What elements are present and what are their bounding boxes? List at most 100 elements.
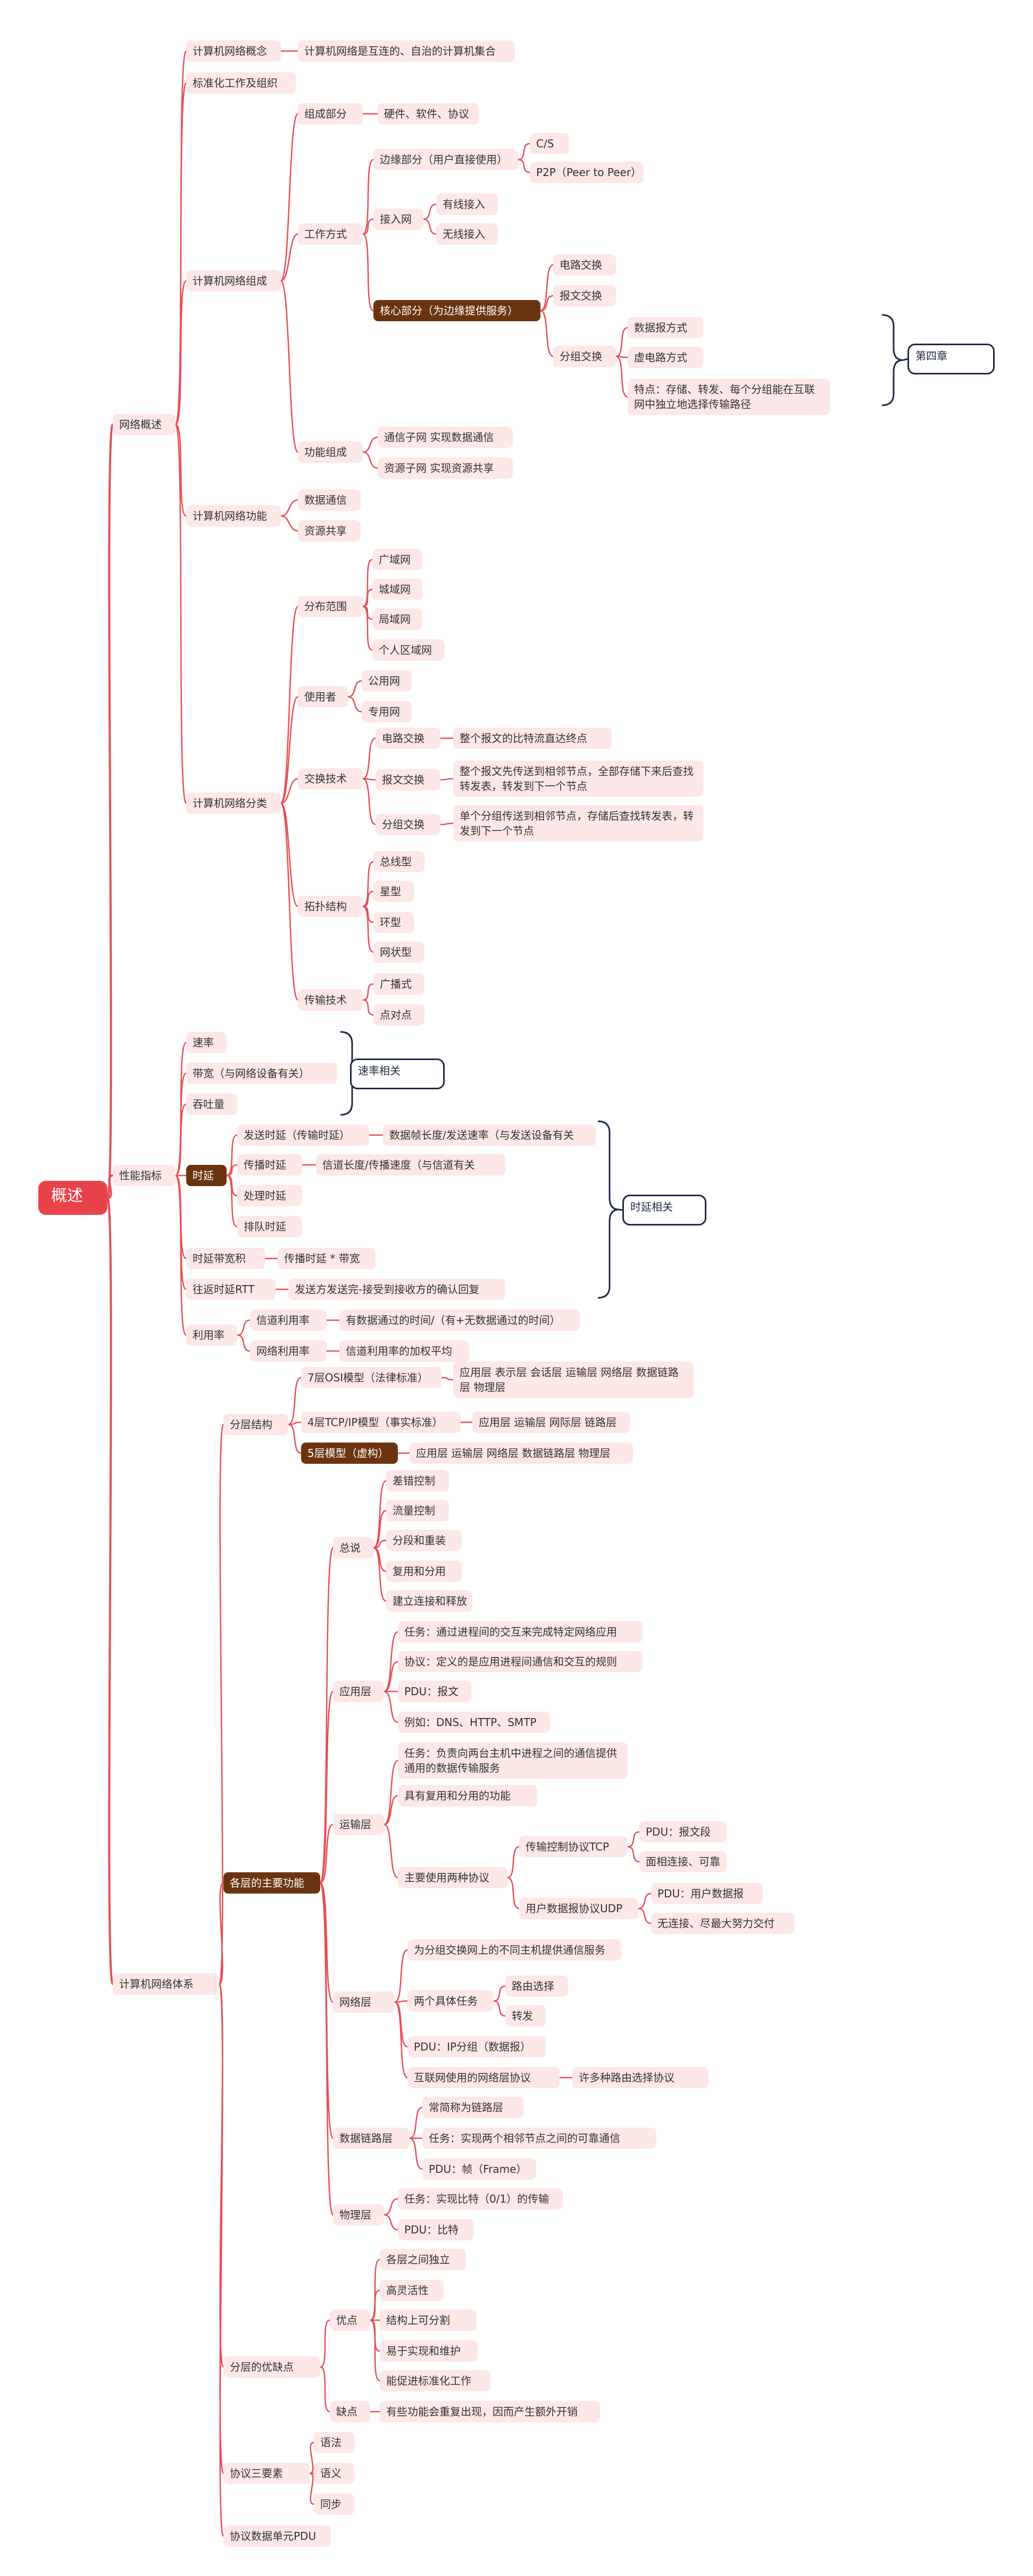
node-n79[interactable]: 应用层 运输层 网络层 数据链路层 物理层 bbox=[410, 1443, 633, 1464]
node-n15[interactable]: 核心部分（为边缘提供服务） bbox=[373, 300, 540, 321]
node-n75[interactable]: 应用层 表示层 会话层 运输层 网络层 数据链路层 物理层 bbox=[453, 1362, 694, 1398]
node-n64[interactable]: 传播时延 * 带宽 bbox=[278, 1248, 376, 1269]
node-n69[interactable]: 有数据通过的时间/（有+无数据通过的时间） bbox=[339, 1310, 580, 1331]
node-n99[interactable]: 用户数据报协议UDP bbox=[519, 1898, 638, 1919]
node-n97[interactable]: PDU：报文段 bbox=[639, 1821, 727, 1843]
node-n39[interactable]: 整个报文的比特流直达终点 bbox=[453, 728, 612, 749]
node-n45[interactable]: 总线型 bbox=[373, 851, 424, 872]
node-n100[interactable]: PDU：用户数据报 bbox=[651, 1883, 763, 1904]
node-n124[interactable]: 缺点 bbox=[330, 2401, 370, 2422]
node-n51[interactable]: 点对点 bbox=[373, 1004, 424, 1026]
node-n62[interactable]: 排队时延 bbox=[237, 1216, 302, 1237]
node-n67[interactable]: 利用率 bbox=[186, 1324, 237, 1346]
node-n115[interactable]: 任务：实现比特（0/1）的传输 bbox=[398, 2188, 563, 2210]
node-n113[interactable]: PDU：帧（Frame） bbox=[422, 2158, 536, 2180]
node-n123[interactable]: 能促进标准化工作 bbox=[380, 2370, 490, 2391]
node-n37[interactable]: 交换技术 bbox=[298, 768, 363, 789]
node-n116[interactable]: PDU：比特 bbox=[398, 2219, 473, 2240]
node-n61[interactable]: 处理时延 bbox=[237, 1185, 302, 1206]
node-n29[interactable]: 分布范围 bbox=[298, 596, 363, 617]
bracket-note-b2[interactable]: 速率相关 bbox=[350, 1058, 445, 1089]
node-n92[interactable]: 运输层 bbox=[333, 1814, 384, 1835]
node-n101[interactable]: 无连接、尽最大努力交付 bbox=[651, 1913, 795, 1934]
node-n83[interactable]: 流量控制 bbox=[386, 1500, 449, 1521]
node-n103[interactable]: 为分组交换网上的不同主机提供通信服务 bbox=[407, 1939, 621, 1961]
node-n118[interactable]: 优点 bbox=[330, 2310, 370, 2331]
node-n4[interactable]: 标准化工作及组织 bbox=[186, 72, 296, 94]
node-n36[interactable]: 专用网 bbox=[362, 701, 412, 722]
node-n27[interactable]: 资源共享 bbox=[298, 520, 361, 541]
node-n105[interactable]: 路由选择 bbox=[505, 1975, 568, 1997]
node-n98[interactable]: 面相连接、可靠 bbox=[639, 1851, 727, 1872]
node-n122[interactable]: 易于实现和维护 bbox=[380, 2340, 478, 2362]
node-n46[interactable]: 星型 bbox=[373, 881, 414, 902]
node-n108[interactable]: 互联网使用的网络层协议 bbox=[407, 2067, 560, 2088]
node-n34[interactable]: 使用者 bbox=[298, 686, 348, 707]
node-n52[interactable]: 性能指标 bbox=[113, 1165, 176, 1186]
node-n109[interactable]: 许多种路由选择协议 bbox=[572, 2067, 709, 2088]
node-n66[interactable]: 发送方发送完-接受到接收方的确认回复 bbox=[288, 1279, 505, 1300]
node-n10[interactable]: C/S bbox=[530, 133, 569, 154]
node-n121[interactable]: 结构上可分割 bbox=[380, 2310, 477, 2331]
node-n11[interactable]: P2P（Peer to Peer） bbox=[530, 162, 644, 183]
node-n110[interactable]: 数据链路层 bbox=[333, 2128, 410, 2149]
node-n70[interactable]: 网络利用率 bbox=[250, 1340, 327, 1362]
node-n127[interactable]: 语法 bbox=[314, 2432, 354, 2453]
node-n84[interactable]: 分段和重装 bbox=[386, 1530, 462, 1551]
node-n129[interactable]: 同步 bbox=[314, 2494, 354, 2515]
node-n47[interactable]: 环型 bbox=[373, 912, 414, 933]
node-n90[interactable]: PDU：报文 bbox=[398, 1681, 471, 1702]
node-n16[interactable]: 电路交换 bbox=[553, 254, 616, 276]
node-n128[interactable]: 语义 bbox=[314, 2463, 354, 2484]
node-n2[interactable]: 计算机网络概念 bbox=[186, 40, 281, 62]
node-n88[interactable]: 任务：通过进程间的交互来完成特定网络应用 bbox=[398, 1621, 643, 1643]
node-n58[interactable]: 数据帧长度/发送速率（与发送设备有关 bbox=[383, 1124, 596, 1146]
node-n38[interactable]: 电路交换 bbox=[376, 728, 440, 749]
node-n82[interactable]: 差错控制 bbox=[386, 1470, 449, 1491]
node-n59[interactable]: 传播时延 bbox=[237, 1154, 302, 1176]
node-n6[interactable]: 组成部分 bbox=[298, 103, 363, 124]
node-n93[interactable]: 任务：负责向两台主机中进程之间的通信提供通用的数据传输服务 bbox=[398, 1743, 628, 1779]
node-n9[interactable]: 边缘部分（用户直接使用） bbox=[373, 149, 518, 170]
node-n74[interactable]: 7层OSI模型（法律标准） bbox=[301, 1367, 441, 1388]
node-n65[interactable]: 往返时延RTT bbox=[186, 1279, 276, 1300]
node-n25[interactable]: 计算机网络功能 bbox=[186, 505, 281, 527]
node-n12[interactable]: 接入网 bbox=[373, 209, 423, 230]
node-n49[interactable]: 传输技术 bbox=[298, 989, 363, 1011]
node-n53[interactable]: 速率 bbox=[186, 1032, 227, 1053]
node-n130[interactable]: 协议数据单元PDU bbox=[223, 2525, 331, 2547]
node-n21[interactable]: 特点：存储、转发、每个分组能在互联网中独立地选择传输路径 bbox=[628, 379, 830, 415]
node-n33[interactable]: 个人区域网 bbox=[372, 639, 445, 661]
node-n32[interactable]: 局域网 bbox=[372, 608, 422, 630]
node-n43[interactable]: 单个分组传送到相邻节点，存储后查找转发表，转发到下一个节点 bbox=[453, 805, 703, 841]
node-n1[interactable]: 网络概述 bbox=[113, 414, 176, 435]
node-n86[interactable]: 建立连接和释放 bbox=[386, 1590, 472, 1612]
node-n78[interactable]: 5层模型（虚构） bbox=[301, 1443, 398, 1464]
node-n81[interactable]: 总说 bbox=[333, 1537, 373, 1558]
node-n30[interactable]: 广域网 bbox=[372, 549, 422, 570]
node-n40[interactable]: 报文交换 bbox=[376, 769, 440, 790]
node-n56[interactable]: 时延 bbox=[186, 1165, 227, 1186]
node-n14[interactable]: 无线接入 bbox=[436, 223, 498, 245]
node-n71[interactable]: 信道利用率的加权平均 bbox=[339, 1340, 469, 1362]
node-n106[interactable]: 转发 bbox=[505, 2005, 546, 2027]
node-n104[interactable]: 两个具体任务 bbox=[407, 1990, 494, 2012]
node-n48[interactable]: 网状型 bbox=[373, 941, 424, 963]
node-n95[interactable]: 主要使用两种协议 bbox=[398, 1867, 507, 1888]
node-n31[interactable]: 城域网 bbox=[372, 579, 422, 600]
node-n22[interactable]: 功能组成 bbox=[298, 441, 363, 463]
node-n80[interactable]: 各层的主要功能 bbox=[223, 1872, 320, 1894]
node-n126[interactable]: 协议三要素 bbox=[223, 2463, 310, 2484]
node-n89[interactable]: 协议：定义的是应用进程间通信和交互的规则 bbox=[398, 1651, 643, 1672]
node-n60[interactable]: 信道长度/传播速度（与信道有关 bbox=[316, 1154, 505, 1176]
node-n41[interactable]: 整个报文先传送到相邻节点，全部存储下来后查找转发表，转发到下一个节点 bbox=[453, 761, 703, 797]
node-n111[interactable]: 常简称为链路层 bbox=[422, 2097, 523, 2118]
node-n114[interactable]: 物理层 bbox=[333, 2204, 384, 2225]
node-n19[interactable]: 数据报方式 bbox=[628, 317, 703, 338]
node-n35[interactable]: 公用网 bbox=[362, 670, 412, 691]
node-n94[interactable]: 具有复用和分用的功能 bbox=[398, 1785, 537, 1806]
node-n13[interactable]: 有线接入 bbox=[436, 194, 498, 215]
node-n28[interactable]: 计算机网络分类 bbox=[186, 793, 281, 814]
bracket-note-b1[interactable]: 第四章 bbox=[907, 344, 995, 374]
node-n68[interactable]: 信道利用率 bbox=[250, 1310, 327, 1331]
